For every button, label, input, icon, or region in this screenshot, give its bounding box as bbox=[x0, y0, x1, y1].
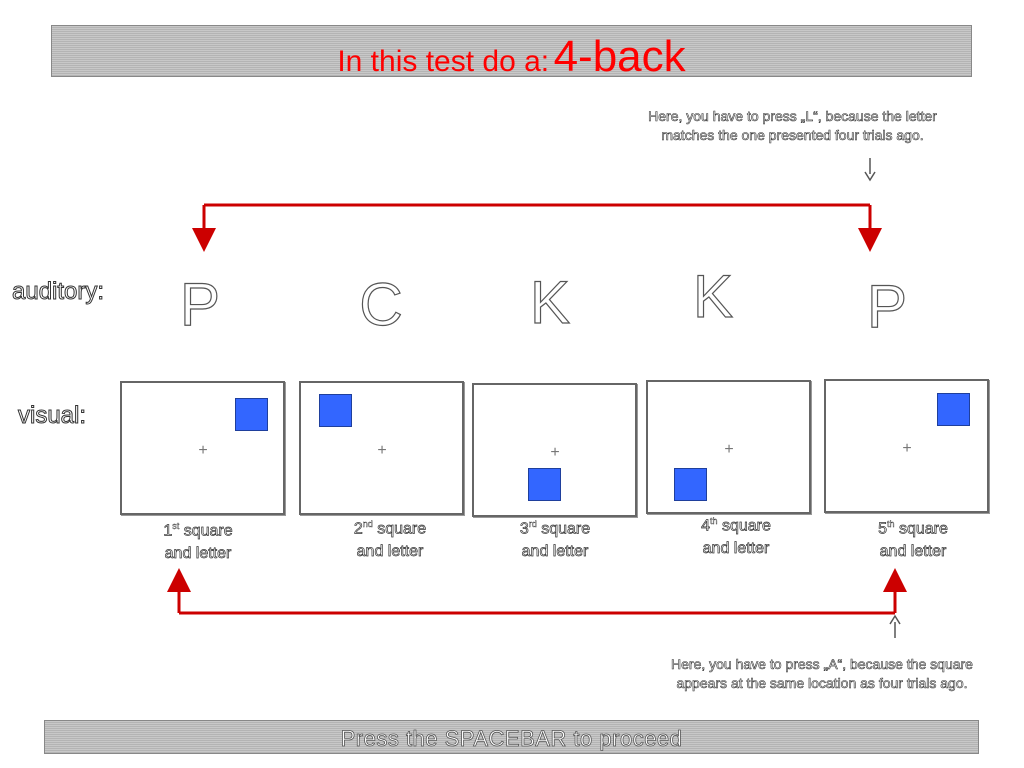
trial-5-caption: 5th square and letter bbox=[843, 513, 983, 563]
fixation-cross: + bbox=[902, 440, 912, 457]
down-arrow-icon bbox=[864, 158, 876, 182]
trial-5-square bbox=[937, 393, 970, 426]
fixation-cross: + bbox=[550, 444, 560, 461]
caption-ordinal: 5 bbox=[878, 520, 888, 538]
proceed-bar[interactable]: Press the SPACEBAR to proceed bbox=[44, 720, 979, 754]
caption-suffix: th bbox=[887, 519, 895, 529]
fixation-cross: + bbox=[198, 442, 208, 459]
trial-4-square bbox=[674, 468, 707, 501]
caption-suffix: th bbox=[710, 516, 718, 526]
caption-suffix: rd bbox=[528, 519, 537, 529]
trial-4-letter: K bbox=[692, 262, 734, 330]
auditory-label: auditory: bbox=[11, 278, 105, 306]
caption-suffix: nd bbox=[362, 519, 373, 529]
visual-label: visual: bbox=[17, 402, 87, 430]
caption-line2: and letter bbox=[521, 543, 589, 561]
top-note: Here, you have to press „L“, because the… bbox=[648, 108, 937, 144]
caption-line2: and letter bbox=[356, 543, 424, 561]
trial-2-caption: 2nd square and letter bbox=[320, 513, 460, 563]
caption-ordinal: 1 bbox=[163, 522, 173, 540]
caption-word: square bbox=[898, 520, 949, 538]
proceed-instruction: Press the SPACEBAR to proceed bbox=[340, 726, 683, 752]
title-emphasis: 4-back bbox=[553, 32, 686, 81]
caption-line2: and letter bbox=[879, 543, 947, 561]
trial-3-letter: K bbox=[529, 268, 571, 336]
up-arrow-icon bbox=[889, 614, 901, 638]
caption-word: square bbox=[541, 520, 591, 538]
title-prefix: In this test do a: bbox=[337, 45, 550, 78]
caption-ordinal: 4 bbox=[701, 517, 711, 535]
caption-word: square bbox=[183, 522, 233, 540]
trial-5-letter: P bbox=[866, 272, 908, 340]
trial-3-square bbox=[528, 468, 561, 501]
bottom-note: Here, you have to press „A“, because the… bbox=[671, 656, 974, 692]
caption-suffix: st bbox=[172, 521, 180, 531]
fixation-cross: + bbox=[377, 442, 387, 459]
trial-1-letter: P bbox=[179, 270, 221, 338]
caption-ordinal: 2 bbox=[353, 520, 363, 538]
caption-line2: and letter bbox=[164, 545, 232, 563]
trial-3-frame: + bbox=[472, 383, 637, 517]
title-bar: In this test do a: 4-back bbox=[51, 25, 972, 81]
trial-2-square bbox=[319, 394, 352, 427]
caption-word: square bbox=[377, 520, 427, 538]
caption-word: square bbox=[721, 517, 772, 535]
caption-line2: and letter bbox=[702, 540, 770, 558]
fixation-cross: + bbox=[724, 441, 734, 458]
trial-1-square bbox=[235, 398, 268, 431]
trial-3-caption: 3rd square and letter bbox=[485, 513, 625, 563]
trial-2-letter: C bbox=[359, 270, 404, 338]
trial-1-caption: 1st square and letter bbox=[128, 515, 268, 565]
trial-2-frame: + bbox=[299, 381, 464, 515]
trial-1-frame: + bbox=[120, 381, 285, 515]
caption-ordinal: 3 bbox=[519, 520, 529, 538]
trial-4-frame: + bbox=[646, 380, 811, 514]
trial-5-frame: + bbox=[824, 379, 989, 513]
trial-4-caption: 4th square and letter bbox=[666, 510, 806, 560]
